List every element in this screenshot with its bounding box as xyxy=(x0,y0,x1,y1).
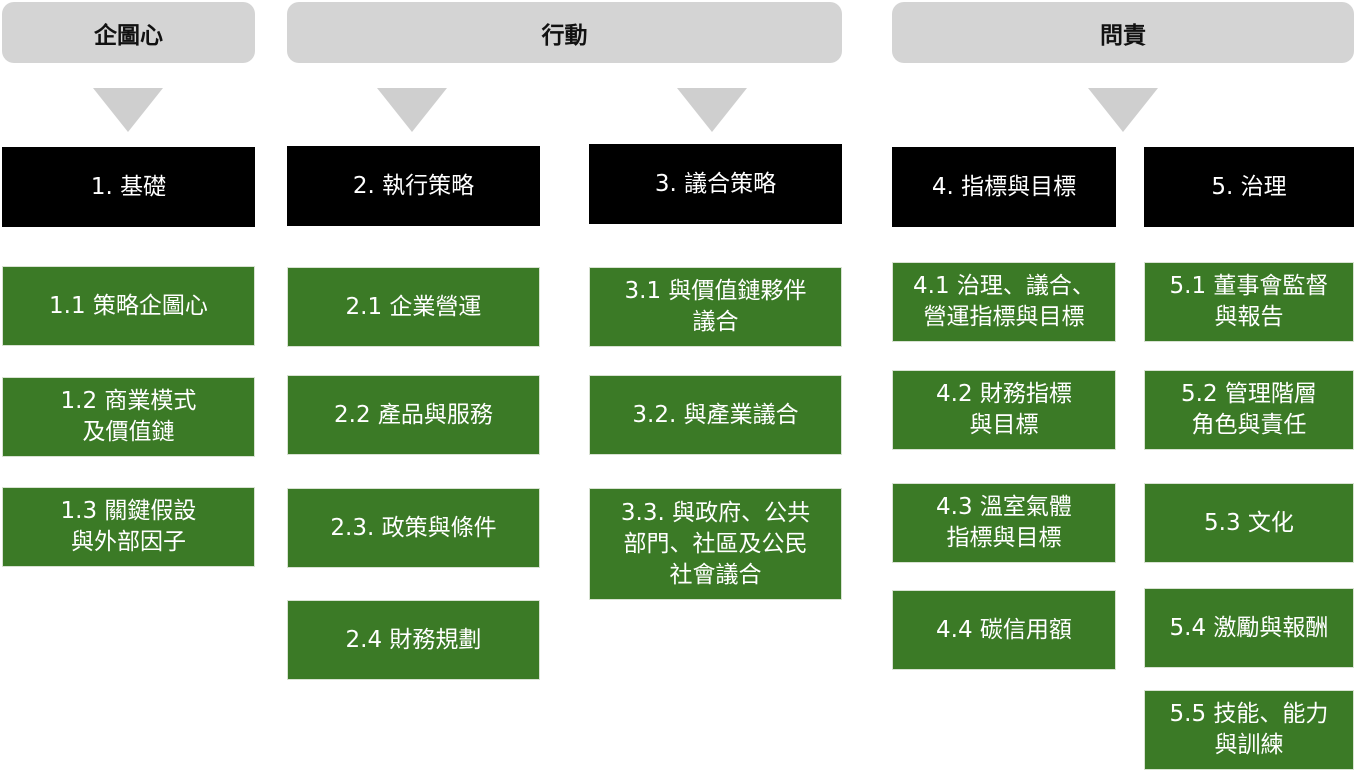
framework-item: 5.3 文化 xyxy=(1144,483,1354,563)
framework-item: 4.4 碳信用額 xyxy=(892,590,1116,670)
framework-item: 5.1 董事會監督 與報告 xyxy=(1144,262,1354,342)
framework-item: 2.2 產品與服務 xyxy=(287,375,540,455)
header-action: 行動 xyxy=(287,2,842,63)
framework-item: 3.1 與價值鏈夥伴 議合 xyxy=(589,267,842,347)
framework-item: 3.3. 與政府、公共 部門、社區及公民 社會議合 xyxy=(589,488,842,600)
column-title-2: 2. 執行策略 xyxy=(287,146,540,226)
framework-item: 4.2 財務指標 與目標 xyxy=(892,370,1116,450)
column-title-1: 1. 基礎 xyxy=(2,147,255,227)
framework-item: 1.2 商業模式 及價值鏈 xyxy=(2,377,255,457)
framework-item: 5.4 激勵與報酬 xyxy=(1144,588,1354,668)
framework-item: 2.1 企業營運 xyxy=(287,267,540,347)
down-arrow-icon xyxy=(1088,88,1158,132)
column-title-5: 5. 治理 xyxy=(1144,147,1354,227)
framework-item: 3.2. 與產業議合 xyxy=(589,375,842,455)
framework-item: 2.4 財務規劃 xyxy=(287,600,540,680)
framework-item: 1.1 策略企圖心 xyxy=(2,266,255,346)
column-title-3: 3. 議合策略 xyxy=(589,144,842,224)
down-arrow-icon xyxy=(677,88,747,132)
down-arrow-icon xyxy=(377,88,447,132)
column-title-4: 4. 指標與目標 xyxy=(892,147,1116,227)
header-ambition: 企圖心 xyxy=(2,2,255,63)
framework-item: 4.3 溫室氣體 指標與目標 xyxy=(892,483,1116,563)
down-arrow-icon xyxy=(93,88,163,132)
framework-item: 5.5 技能、能力 與訓練 xyxy=(1144,690,1354,770)
header-accountability: 問責 xyxy=(892,2,1354,63)
framework-item: 2.3. 政策與條件 xyxy=(287,488,540,568)
framework-item: 1.3 關鍵假設 與外部因子 xyxy=(2,487,255,567)
framework-item: 4.1 治理、議合、 營運指標與目標 xyxy=(892,262,1116,342)
framework-item: 5.2 管理階層 角色與責任 xyxy=(1144,370,1354,450)
